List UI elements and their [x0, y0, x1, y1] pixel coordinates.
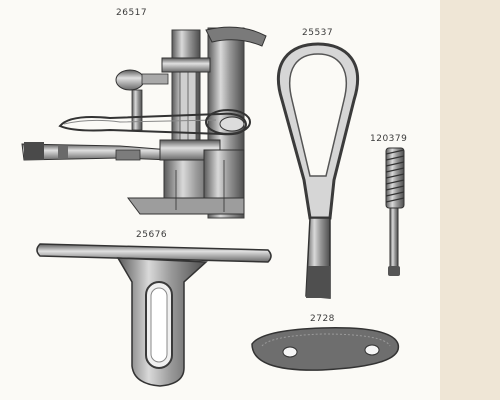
- part-number-gasket: 2728: [310, 314, 335, 324]
- tweezers-icon: [276, 42, 360, 299]
- felt-pad-icon: [251, 327, 400, 371]
- presser-foot-assembly-icon: [21, 26, 267, 219]
- page-margin: [440, 0, 500, 400]
- slotted-plate-icon: [36, 243, 272, 387]
- part-number-screw: 120379: [370, 134, 408, 144]
- part-number-feed-plate: 25676: [136, 230, 168, 240]
- screw-icon: [385, 147, 405, 276]
- part-number-presser-foot: 26517: [116, 8, 148, 18]
- part-number-tweezers: 25537: [302, 28, 334, 38]
